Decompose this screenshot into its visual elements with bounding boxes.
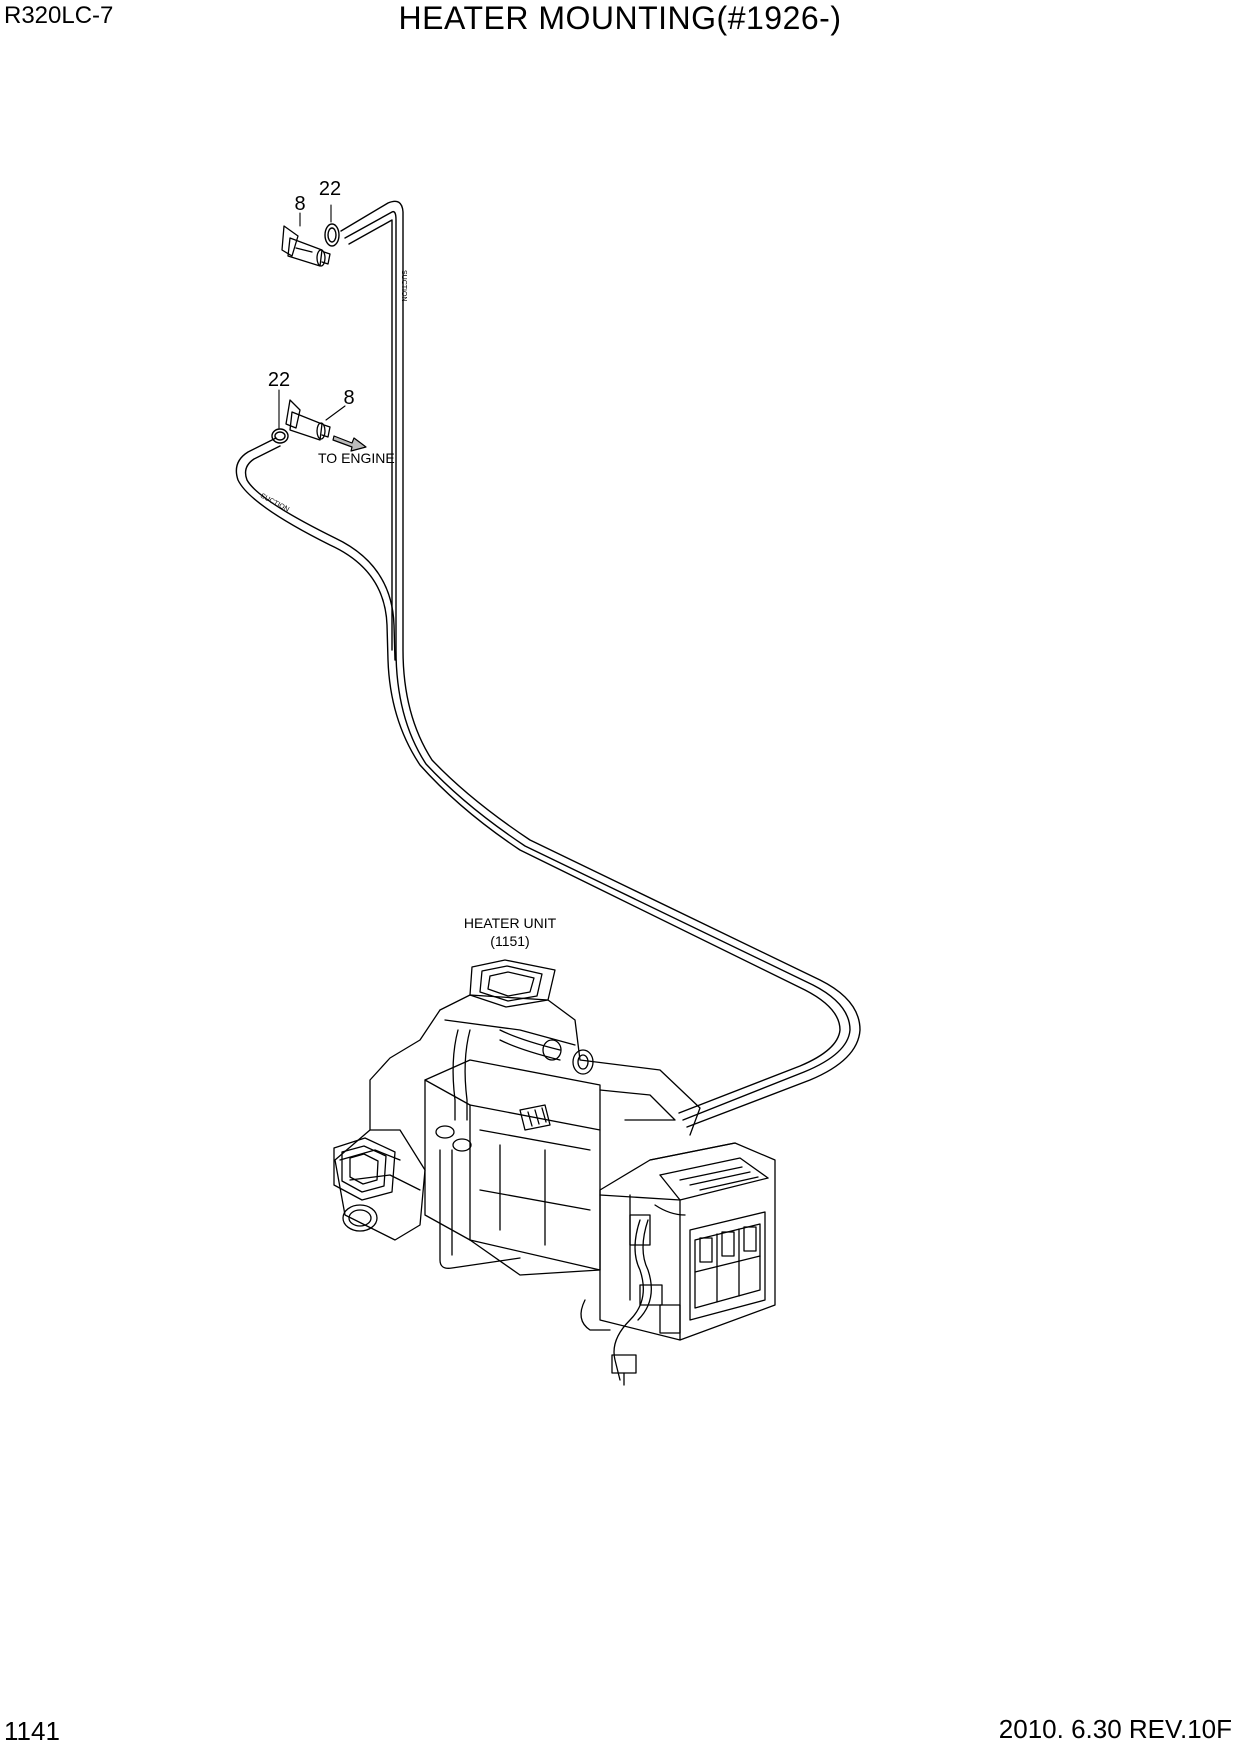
heater-unit-label: HEATER UNIT: [464, 915, 557, 931]
page-number: 1141: [4, 1716, 60, 1746]
lower-hose-clamp: [271, 428, 289, 444]
to-engine-arrow: [332, 435, 367, 452]
lower-water-cock: [285, 399, 331, 441]
callout-top-cock: 8: [294, 193, 305, 215]
callout-top-clamp: 22: [319, 178, 341, 200]
revision-date: 2010. 6.30 REV.10F: [998, 1714, 1232, 1744]
top-water-cock: [281, 225, 331, 267]
heater-unit-ref: (1151): [490, 933, 529, 949]
hose-marking-lower: SUCTION: [259, 493, 290, 514]
upper-heater-hose: [340, 200, 861, 1128]
top-hose-clamp: [324, 223, 340, 247]
to-engine-label: TO ENGINE: [318, 450, 395, 466]
model-name: R320LC-7: [4, 2, 114, 29]
hose-marking-upper: SUCTION: [400, 270, 407, 302]
page-title: HEATER MOUNTING(#1926-): [398, 0, 842, 36]
lower-heater-hose: [235, 437, 841, 1114]
callout-lower-cock: 8: [343, 387, 354, 409]
callout-lower-clamp: 22: [268, 369, 290, 391]
heater-unit-body: [333, 959, 776, 1386]
